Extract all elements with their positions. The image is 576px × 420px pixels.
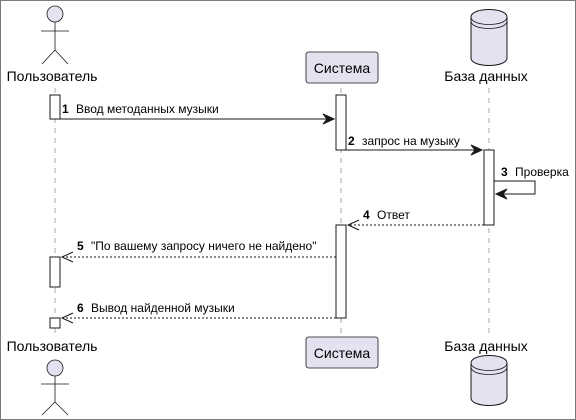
message-1: 1 Ввод методанных музыки xyxy=(60,102,336,125)
database-cylinder-icon xyxy=(470,355,508,406)
participant-system-bottom: Система xyxy=(305,336,379,369)
actor-user-bottom: Пользователь xyxy=(7,338,98,416)
actor-user-top: Пользователь xyxy=(7,5,98,84)
actor-user-label-bottom: Пользователь xyxy=(7,338,98,354)
message-2-label: запрос на музыку xyxy=(362,134,460,148)
database-cylinder-icon xyxy=(470,9,508,66)
activation-user-3 xyxy=(49,317,61,329)
svg-text:4 Ответ: 4 Ответ xyxy=(363,208,410,222)
message-3-label: Проверка xyxy=(515,165,569,179)
participant-system-label-bottom: Система xyxy=(314,345,371,361)
stick-figure-icon xyxy=(41,5,69,65)
database-top: База данных xyxy=(444,9,528,84)
open-arrowhead-icon xyxy=(60,312,74,324)
database-bottom: База данных xyxy=(444,338,528,406)
message-3: 3 Проверка xyxy=(494,165,569,200)
activation-database-1 xyxy=(483,149,495,226)
message-1-label: Ввод методанных музыки xyxy=(76,102,219,116)
message-4-label: Ответ xyxy=(377,208,410,222)
message-5-label: "По вашему запросу ничего не найдено" xyxy=(91,239,316,253)
svg-text:3 Проверка: 3 Проверка xyxy=(501,165,569,179)
svg-text:2 запрос на музыку: 2 запрос на музыку xyxy=(348,134,460,148)
arrowhead-icon xyxy=(322,113,336,125)
svg-text:5 "По вашему запросу нич: 5 "По вашему запросу ничего не найдено" xyxy=(77,239,316,253)
arrowhead-icon xyxy=(494,188,508,200)
database-label-top: База данных xyxy=(444,68,527,84)
message-6-number: 6 xyxy=(77,301,84,315)
message-5-number: 5 xyxy=(77,239,84,253)
actor-user-label-top: Пользователь xyxy=(7,68,98,84)
message-6-label: Вывод найденной музыки xyxy=(91,301,235,315)
message-3-number: 3 xyxy=(501,165,508,179)
open-arrowhead-icon xyxy=(60,251,74,263)
open-arrowhead-icon xyxy=(346,219,360,231)
arrowhead-icon xyxy=(470,144,484,156)
participant-system-label-top: Система xyxy=(314,60,371,76)
activation-system-1 xyxy=(335,94,347,151)
stick-figure-icon xyxy=(41,359,69,416)
database-label-bottom: База данных xyxy=(444,338,527,354)
message-4: 4 Ответ xyxy=(346,208,484,231)
message-5: 5 "По вашему запросу ничего не найдено" xyxy=(60,239,336,263)
activation-system-2 xyxy=(335,224,347,319)
message-1-number: 1 xyxy=(62,102,69,116)
activation-user-2 xyxy=(49,256,61,288)
message-2: 2 запрос на музыку xyxy=(346,134,484,156)
message-2-number: 2 xyxy=(348,134,355,148)
message-6: 6 Вывод найденной музыки xyxy=(60,301,336,324)
svg-text:1 Ввод методанных музыки: 1 Ввод методанных музыки xyxy=(62,102,219,116)
message-4-number: 4 xyxy=(363,208,370,222)
svg-text:6 Вывод найденной музыки: 6 Вывод найденной музыки xyxy=(77,301,235,315)
participant-system-top: Система xyxy=(305,51,379,84)
activation-user-1 xyxy=(49,94,61,120)
